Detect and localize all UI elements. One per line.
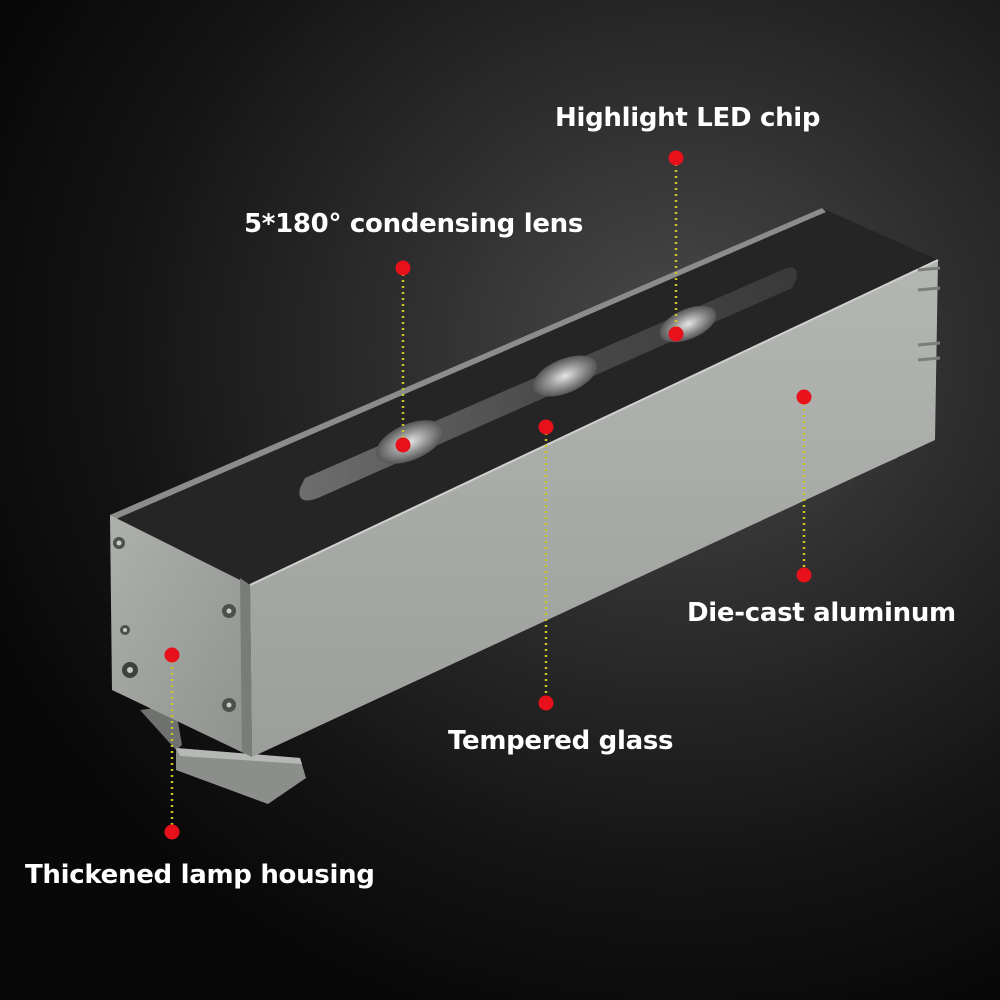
- leader-lines: [170, 158, 806, 832]
- screws: [113, 537, 236, 712]
- marker-dot-icon: [668, 326, 684, 342]
- marker-dot-icon: [164, 824, 180, 840]
- label-condensing-lens: 5*180° condensing lens: [244, 209, 584, 239]
- heat-sink-ribs: [917, 266, 941, 362]
- label-lamp-housing: Thickened lamp housing: [25, 860, 375, 890]
- marker-dot-icon: [538, 419, 554, 435]
- lens-1: [376, 420, 444, 464]
- label-die-cast-aluminum: Die-cast aluminum: [687, 598, 956, 628]
- marker-dot-icon: [164, 647, 180, 663]
- marker-dot-icon: [668, 150, 684, 166]
- die-cast-aluminum-side: [250, 260, 938, 757]
- marker-dot-icon: [796, 389, 812, 405]
- label-led-chip: Highlight LED chip: [555, 103, 821, 133]
- marker-dot-icon: [395, 437, 411, 453]
- lens-2: [533, 355, 597, 397]
- marker-dot-icon: [796, 567, 812, 583]
- marker-dots: [164, 150, 812, 840]
- marker-dot-icon: [395, 260, 411, 276]
- label-tempered-glass: Tempered glass: [448, 726, 674, 756]
- lamp-housing-end-cap: [110, 515, 252, 757]
- marker-dot-icon: [538, 695, 554, 711]
